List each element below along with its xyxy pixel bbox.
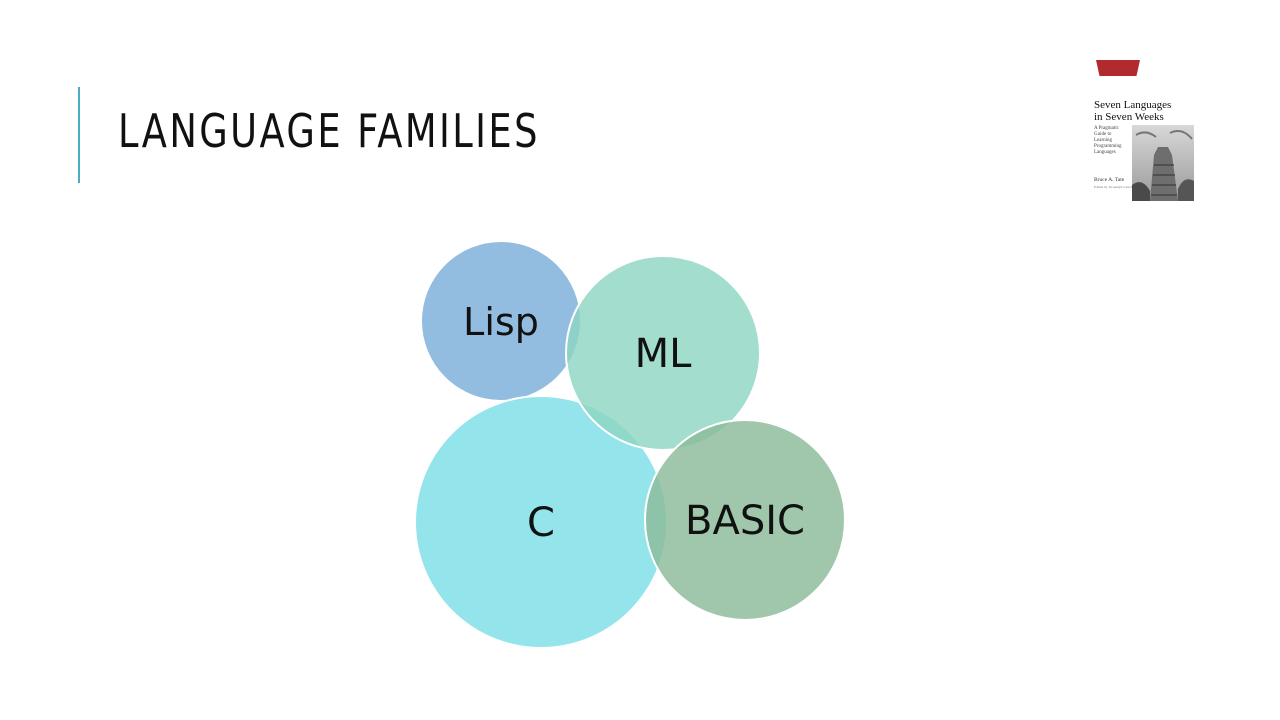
circle-lisp: Lisp	[420, 240, 582, 402]
circle-ml: ML	[565, 255, 761, 451]
book-author: Bruce A. Tate	[1094, 177, 1125, 183]
book-subtitle: A Pragmatic Guide to Learning Programmin…	[1094, 126, 1122, 155]
circle-label-ml: ML	[635, 331, 693, 377]
tower-of-babel-illustration	[1132, 125, 1194, 201]
book-editor: Edited by Jacquelyn Carter	[1094, 185, 1133, 189]
circle-label-c: C	[527, 500, 555, 546]
circle-basic: BASIC	[644, 419, 846, 621]
publisher-banner	[1096, 60, 1140, 76]
book-title: Seven Languages in Seven Weeks	[1094, 99, 1172, 123]
circle-label-basic: BASIC	[685, 498, 805, 544]
circle-c: C	[414, 395, 668, 649]
circle-label-lisp: Lisp	[463, 300, 539, 344]
slide-title: LANGUAGE FAMILIES	[118, 104, 540, 158]
book-cover-image: Seven Languages in Seven Weeks A Pragmat…	[1090, 60, 1200, 202]
title-accent-bar	[78, 87, 80, 183]
